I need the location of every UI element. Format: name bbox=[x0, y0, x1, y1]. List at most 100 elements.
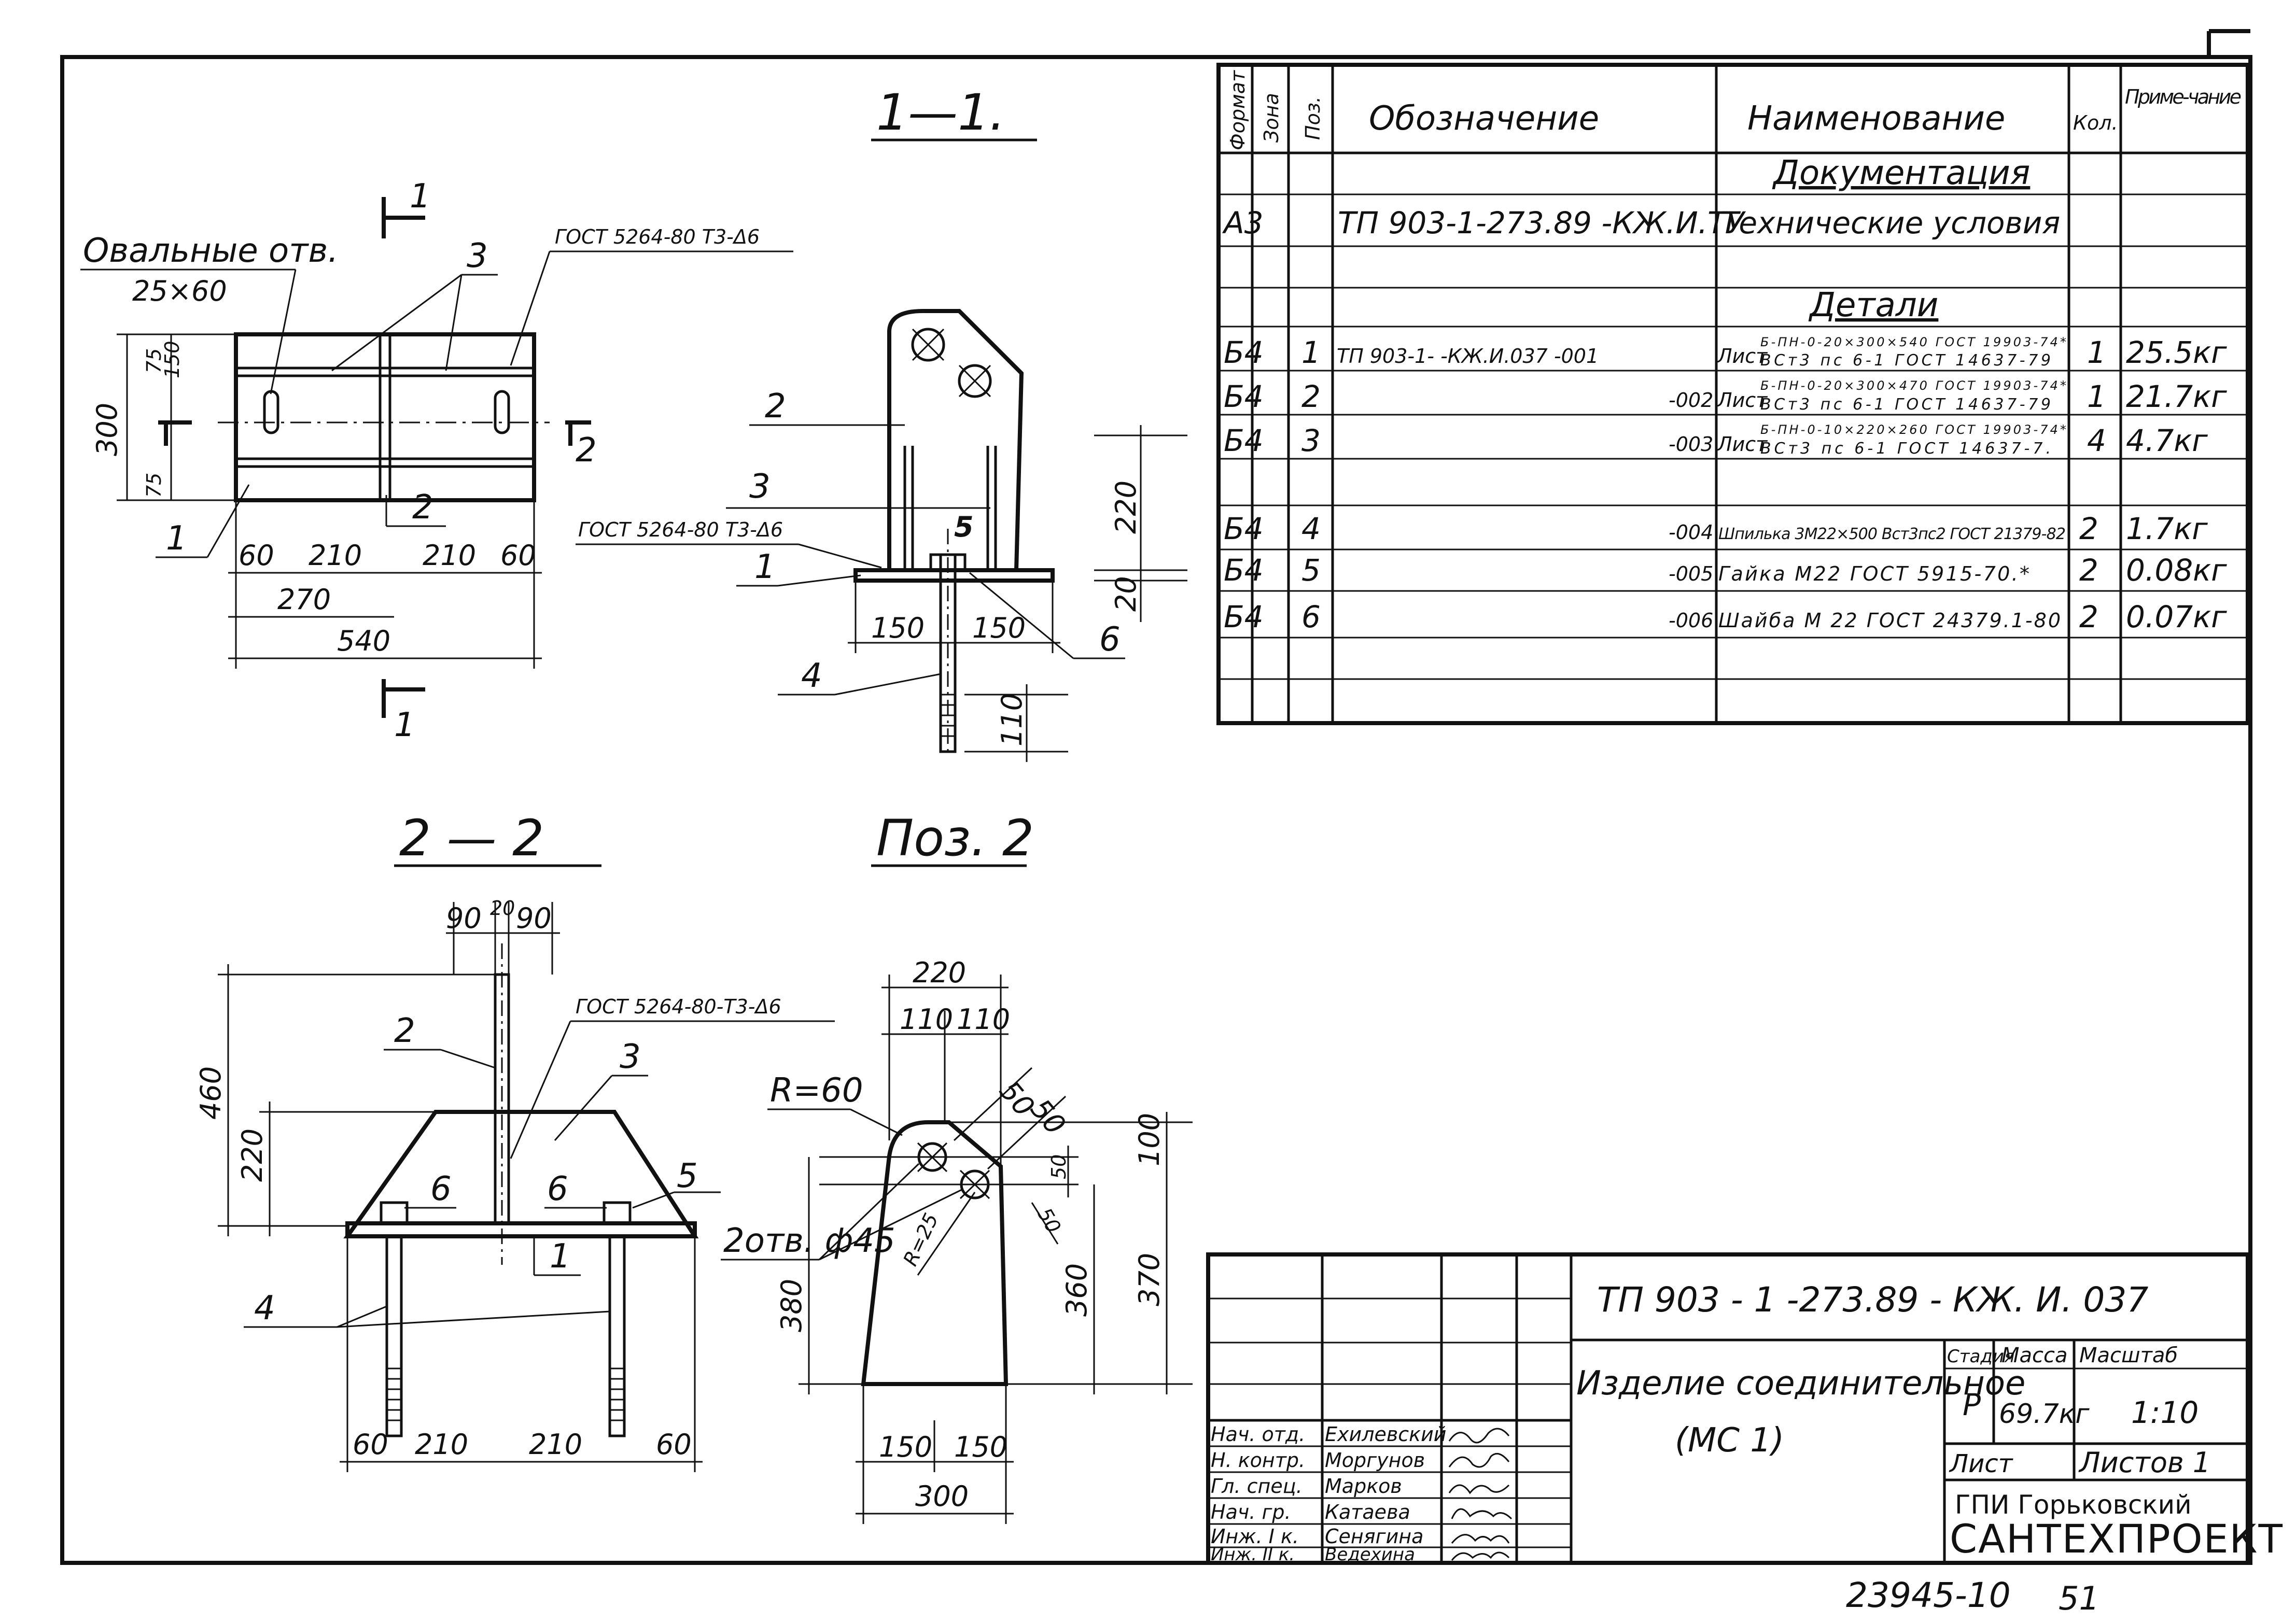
plan-mark-3: 3 bbox=[467, 237, 488, 275]
signature-5 bbox=[1451, 1534, 1510, 1544]
plan-dim-210a: 210 bbox=[309, 539, 362, 572]
plan-dim-270: 270 bbox=[277, 583, 331, 616]
plate-outline bbox=[234, 332, 536, 502]
row-6-designation: -006 bbox=[1669, 609, 1713, 632]
row-2-qty: 1 bbox=[2087, 379, 2106, 414]
scale-value: 1:10 bbox=[2131, 1395, 2199, 1430]
section-documentation: Документация bbox=[1772, 154, 2030, 192]
row-3-note: 4.7кг bbox=[2126, 423, 2208, 458]
side-dim-150a: 150 bbox=[871, 612, 925, 644]
view-title-1-1: 1—1. bbox=[876, 83, 1005, 142]
row-1-pos: 1 bbox=[1301, 335, 1321, 370]
pos2-dim-110a: 110 bbox=[900, 1003, 953, 1036]
row-4-note: 1.7кг bbox=[2126, 511, 2208, 546]
pos2-dim-150a: 150 bbox=[879, 1431, 932, 1463]
header-format: Формат bbox=[1226, 69, 1249, 150]
pos2-dim-370: 370 bbox=[1133, 1253, 1166, 1306]
staff-name-4: Катаева bbox=[1325, 1501, 1410, 1523]
plan-dim-210b: 210 bbox=[423, 539, 476, 572]
org-line1: ГПИ Горьковский bbox=[1955, 1490, 2192, 1520]
section-mark-1-top: 1 bbox=[410, 177, 431, 216]
pos2-dim-50d: 50 bbox=[1033, 1204, 1065, 1237]
row-3-designation: -003 bbox=[1669, 433, 1713, 456]
row-4-pos: 4 bbox=[1301, 511, 1321, 546]
section-mark-1-bottom: 1 bbox=[394, 706, 415, 744]
header-pos: Поз. bbox=[1301, 96, 1324, 140]
row-1-name-bottom: ВСт3 пс 6-1 ГОСТ 14637-79 bbox=[1760, 351, 2051, 370]
row-6-format: Б4 bbox=[1224, 599, 1264, 634]
elev-dim-20: 20 bbox=[490, 897, 515, 920]
signature-3 bbox=[1448, 1484, 1510, 1494]
elev-mark-4: 4 bbox=[254, 1289, 275, 1328]
view-elevation: 2 ГОСТ 5264-80-Т3-Δ6 3 6 6 5 1 4 90 20 9… bbox=[194, 897, 835, 1472]
row-5-name: Гайка М22 ГОСТ 5915-70.* bbox=[1718, 562, 2029, 585]
oval-hole-left bbox=[263, 390, 279, 434]
scale-label: Масштаб bbox=[2079, 1344, 2178, 1367]
elev-mark-6a: 6 bbox=[430, 1170, 452, 1208]
elev-dim-90b: 90 bbox=[516, 902, 552, 935]
row-3-format: Б4 bbox=[1224, 423, 1264, 458]
stage-label: Стадия bbox=[1947, 1346, 2014, 1367]
header-designation: Обозначение bbox=[1369, 100, 1599, 138]
elev-dim-460: 460 bbox=[194, 1066, 227, 1120]
header-note: Приме-чание bbox=[2125, 86, 2242, 108]
plan-dim-300: 300 bbox=[91, 403, 123, 456]
pos2-dim-100: 100 bbox=[1133, 1113, 1166, 1166]
row-2-designation: -002 bbox=[1669, 389, 1713, 412]
row-6-pos: 6 bbox=[1301, 599, 1321, 634]
row-1-note: 25.5кг bbox=[2126, 335, 2227, 370]
plan-dim-540: 540 bbox=[337, 625, 390, 657]
elev-dim-60a: 60 bbox=[353, 1428, 388, 1461]
side-dim-150b: 150 bbox=[972, 612, 1026, 644]
oval-size-label: 25×60 bbox=[132, 275, 227, 307]
specification-table: Формат Зона Поз. Обозначение Наименовани… bbox=[1216, 63, 2250, 725]
stage-value: Р bbox=[1963, 1387, 1981, 1422]
side-dim-20: 20 bbox=[1110, 576, 1142, 612]
pos2-dim-360: 360 bbox=[1060, 1263, 1093, 1317]
row-1-name-prefix: Лист bbox=[1716, 345, 1768, 368]
pos2-dim-150b: 150 bbox=[954, 1431, 1007, 1463]
plan-mark-1: 1 bbox=[166, 519, 187, 558]
elev-dim-210b: 210 bbox=[529, 1428, 582, 1461]
staff-name-6: Ведехина bbox=[1325, 1544, 1415, 1565]
row-2-note: 21.7кг bbox=[2126, 379, 2227, 414]
signature-6 bbox=[1451, 1551, 1510, 1561]
row-5-note: 0.08кг bbox=[2126, 553, 2227, 588]
oval-hole-right bbox=[494, 390, 510, 434]
side-mark-1: 1 bbox=[754, 548, 776, 586]
signature-4 bbox=[1451, 1508, 1513, 1520]
pos2-dim-110b: 110 bbox=[957, 1003, 1010, 1036]
row-6-name: Шайба М 22 ГОСТ 24379.1-80 bbox=[1718, 609, 2061, 632]
side-mark-3: 3 bbox=[749, 468, 771, 506]
row-2-name-bottom: ВСт3 пс 6-1 ГОСТ 14637-79 bbox=[1760, 396, 2051, 414]
elev-mark-2: 2 bbox=[394, 1012, 415, 1050]
header-name: Наименование bbox=[1747, 100, 2005, 138]
row-4-designation: -004 bbox=[1669, 521, 1713, 544]
row-3-name-prefix: Лист bbox=[1716, 433, 1768, 456]
pos2-dim-50c: 50 bbox=[1047, 1154, 1070, 1179]
view-plan: 1 1 2 Овальные отв. 25×60 ГОСТ 5264-80 Т… bbox=[80, 177, 793, 744]
row-4-qty: 2 bbox=[2079, 511, 2098, 546]
pos2-radius-25: R=25 bbox=[899, 1210, 943, 1269]
gusset-outline bbox=[343, 1110, 699, 1238]
archive-number: 23945-10 bbox=[1846, 1575, 2011, 1615]
elev-dim-210a: 210 bbox=[415, 1428, 468, 1461]
staff-name-3: Марков bbox=[1325, 1475, 1402, 1498]
section-mark-2: 2 bbox=[576, 431, 597, 470]
pos2-dim-220: 220 bbox=[913, 956, 966, 989]
sheet-label: Лист bbox=[1949, 1449, 2014, 1478]
row-2-format: Б4 bbox=[1224, 379, 1264, 414]
sheets-label: Листов 1 bbox=[2078, 1446, 2210, 1479]
row-3-pos: 3 bbox=[1301, 423, 1321, 458]
row-6-qty: 2 bbox=[2079, 599, 2098, 634]
elev-dim-90a: 90 bbox=[446, 902, 482, 935]
oval-holes-label: Овальные отв. bbox=[83, 232, 339, 270]
staff-role-4: Нач. гр. bbox=[1211, 1501, 1291, 1523]
staff-role-2: Н. контр. bbox=[1211, 1449, 1305, 1472]
staff-role-6: Инж. II к. bbox=[1211, 1544, 1295, 1565]
doc-code: ТП 903 - 1 -273.89 - КЖ. И. 037 bbox=[1597, 1280, 2148, 1320]
plan-dim-150: 150 bbox=[161, 341, 184, 378]
row-3-name-top: Б-ПН-0-10×220×260 ГОСТ 19903-74* bbox=[1760, 422, 2066, 437]
row-5-format: Б4 bbox=[1224, 553, 1264, 588]
elev-dim-220: 220 bbox=[236, 1128, 269, 1182]
